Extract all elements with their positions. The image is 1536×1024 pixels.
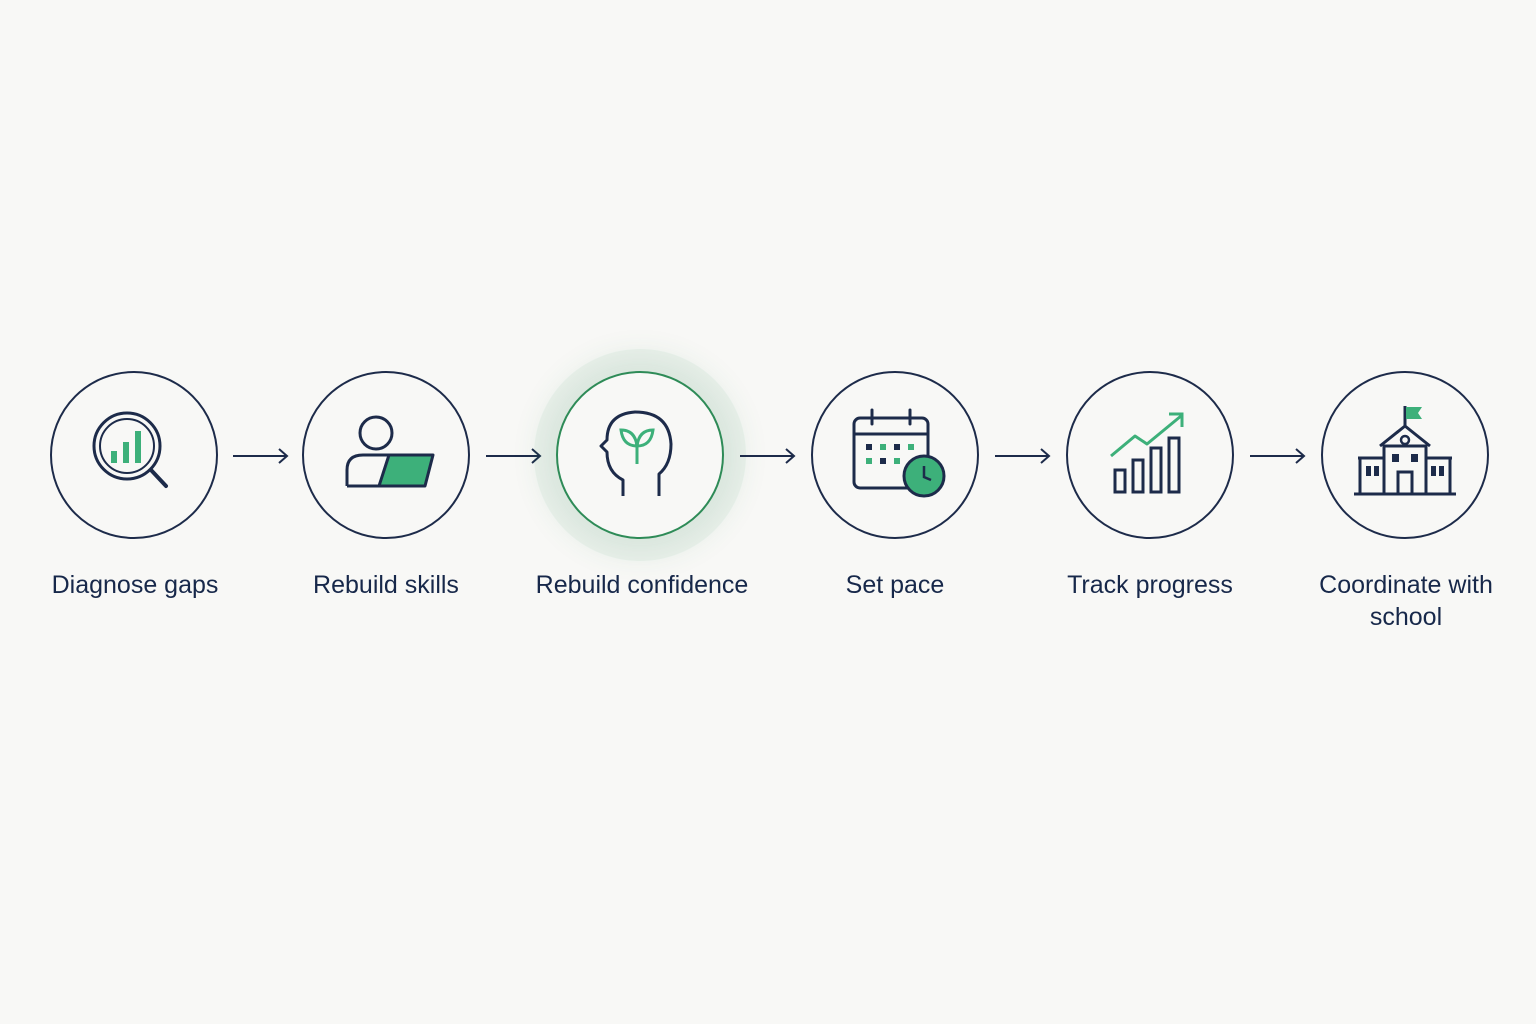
arrow-right-icon <box>995 448 1051 464</box>
step-coordinate-with-school <box>1321 371 1489 539</box>
person-laptop-icon <box>345 415 435 488</box>
school-building-icon <box>1354 406 1456 496</box>
arrow-right-icon <box>1250 448 1306 464</box>
magnifier-chart-icon <box>92 411 168 488</box>
step-label-track-progress: Track progress <box>1067 571 1233 599</box>
step-track-progress <box>1066 371 1234 539</box>
step-rebuild-skills <box>302 371 470 539</box>
step-label-set-pace: Set pace <box>845 571 945 599</box>
step-label-rebuild-skills: Rebuild skills <box>313 571 459 599</box>
arrow-right-icon <box>486 448 542 464</box>
arrow-right-icon <box>740 448 796 464</box>
step-rebuild-confidence <box>556 371 724 539</box>
step-diagnose-gaps <box>50 371 218 539</box>
head-sprout-icon <box>599 410 673 496</box>
step-label-rebuild-confidence: Rebuild confidence <box>535 571 749 599</box>
growth-chart-icon <box>1110 412 1184 494</box>
arrow-right-icon <box>233 448 289 464</box>
step-label-diagnose-gaps: Diagnose gaps <box>51 571 219 599</box>
step-label-coordinate-with-school: Coordinate with school <box>1319 571 1493 631</box>
calendar-clock-icon <box>852 408 946 498</box>
step-set-pace <box>811 371 979 539</box>
